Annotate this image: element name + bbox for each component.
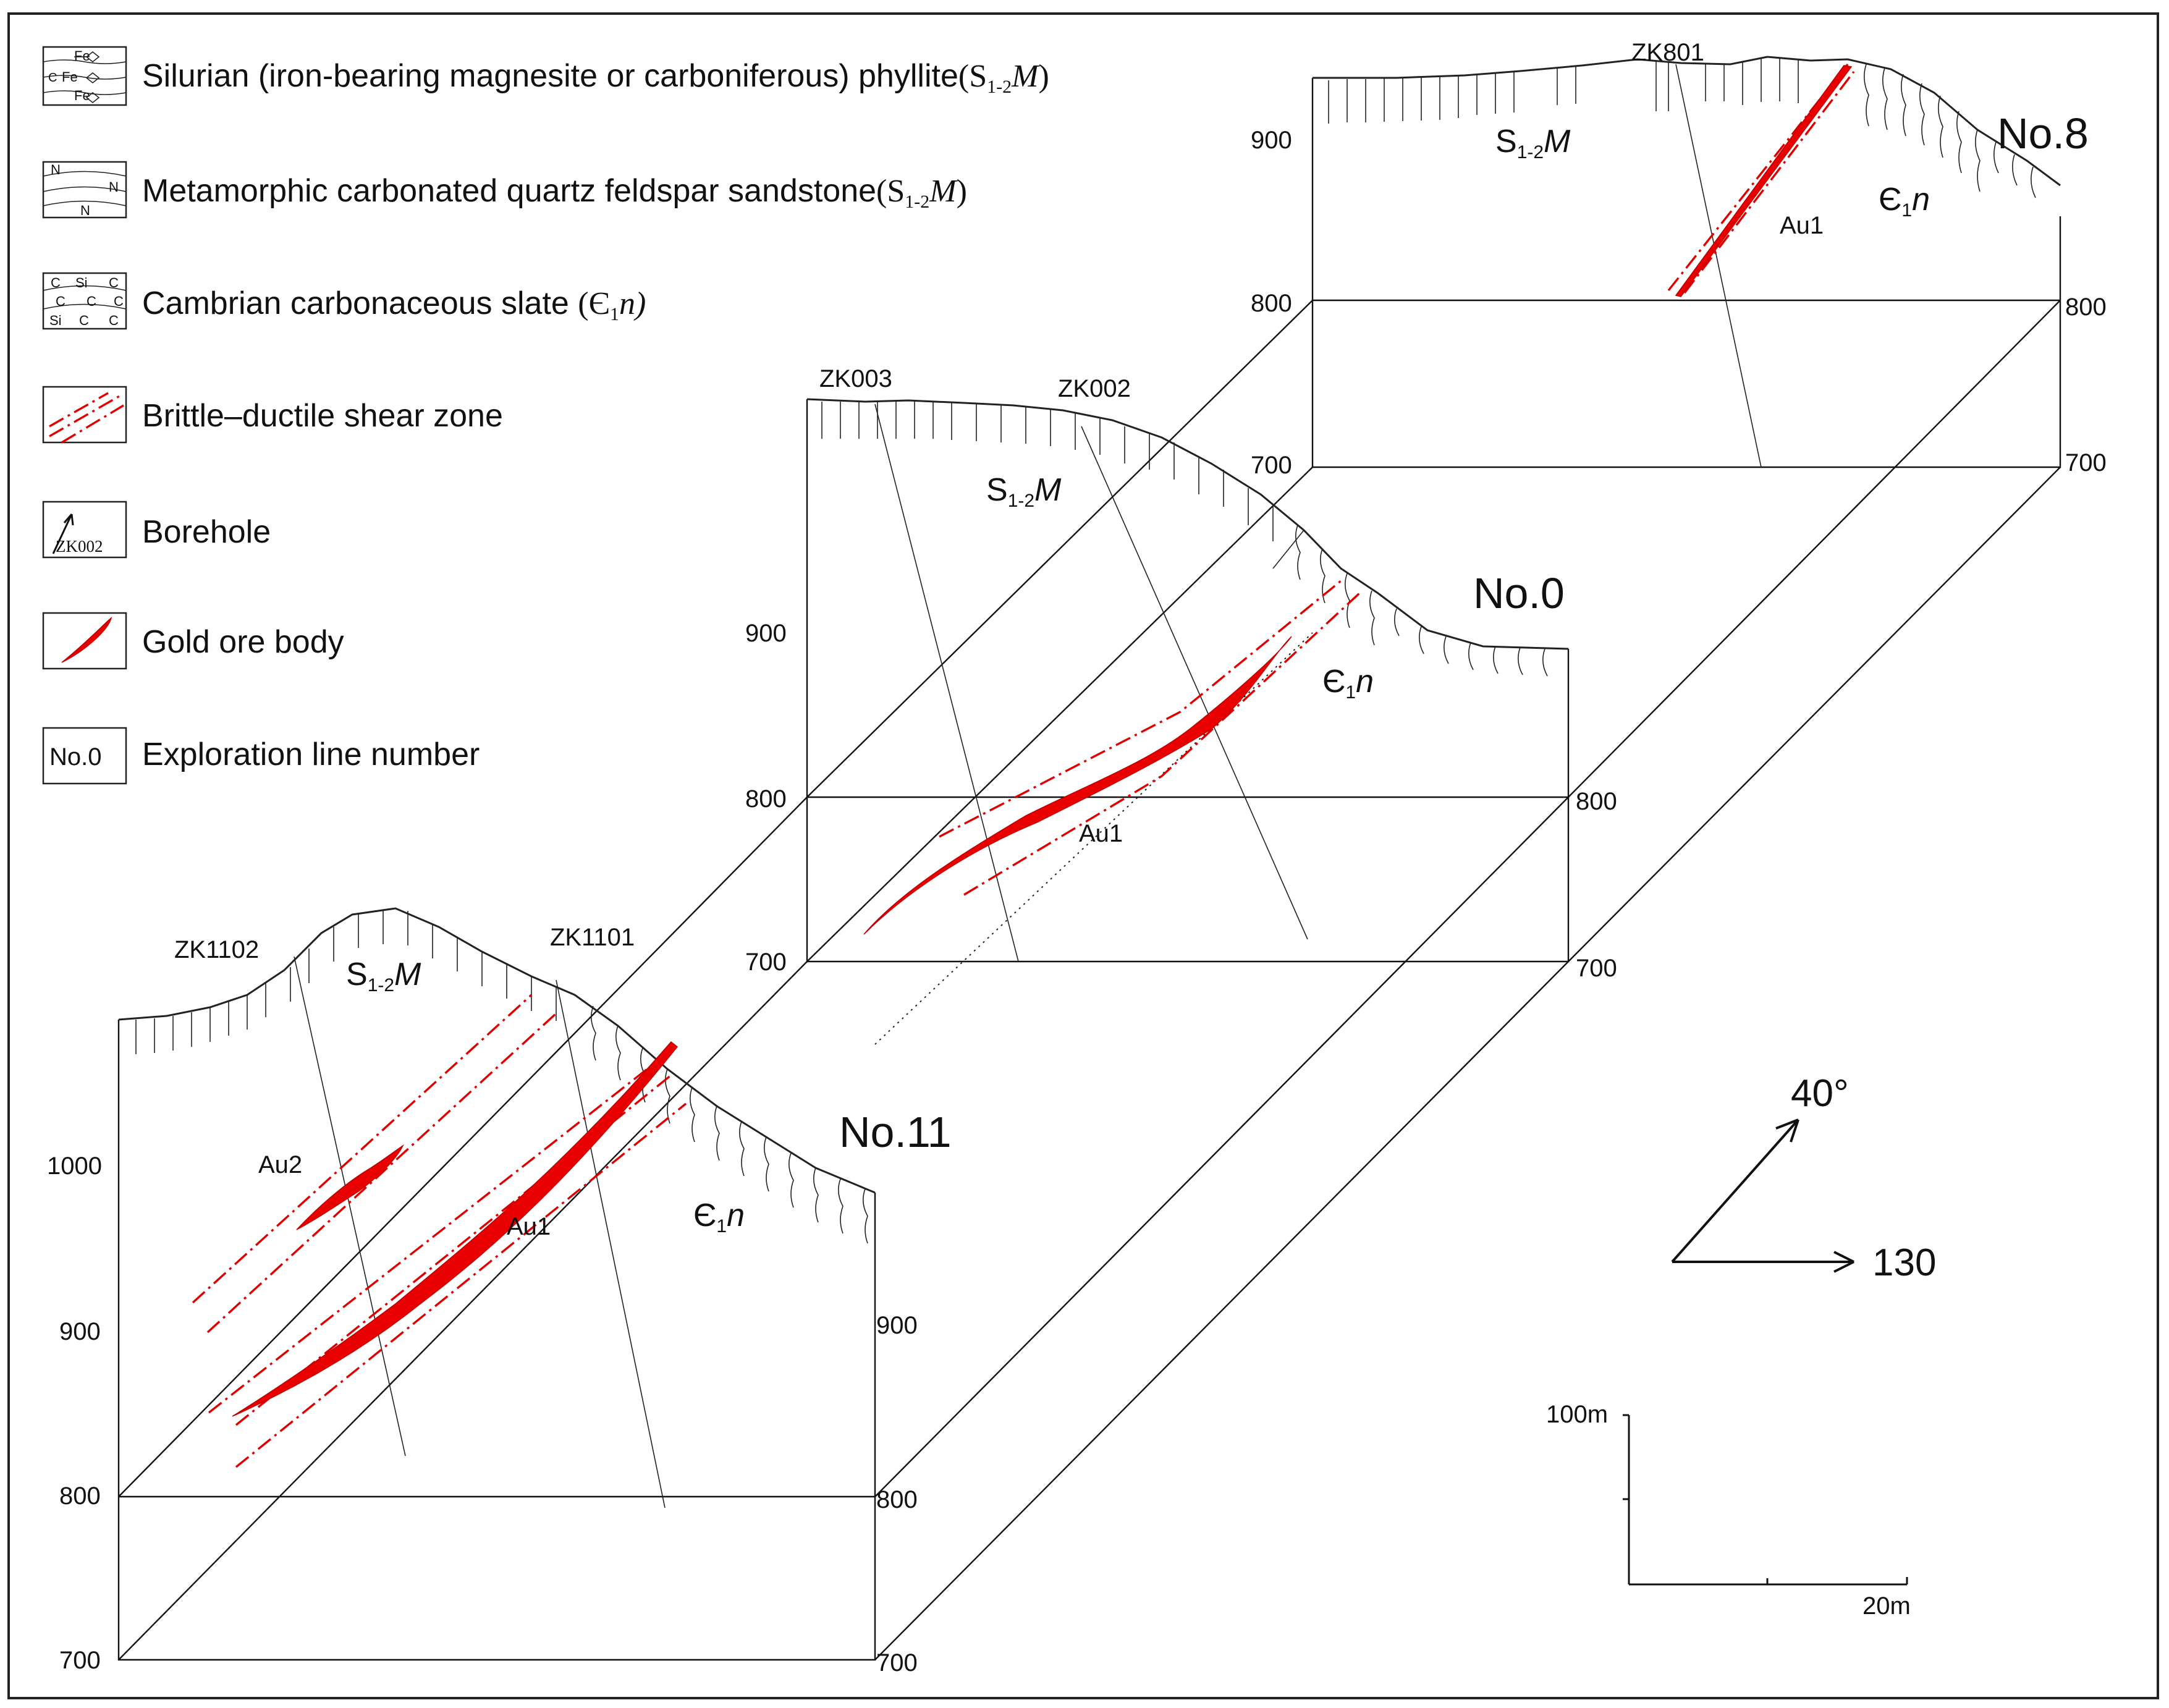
legend-swatch-borehole: ZK002 bbox=[42, 501, 127, 559]
section-no11-elev-left-1000: 1000 bbox=[47, 1152, 102, 1180]
scale-bar: 100m 20m bbox=[1546, 1401, 1911, 1620]
legend-label-gold-ore: Gold ore body bbox=[142, 624, 344, 660]
section-no0-borehole-zk002-label: ZK002 bbox=[1058, 375, 1131, 402]
section-no8-elev-left-900: 900 bbox=[1251, 127, 1292, 154]
section-no11-borehole-zk1102-label: ZK1102 bbox=[174, 936, 259, 963]
section-no11-ore-au2-label: Au2 bbox=[258, 1151, 302, 1178]
section-no8-borehole-zk801 bbox=[1675, 64, 1762, 468]
legend: Fe Fe Fe C Silurian (iron-bearing magnes… bbox=[42, 46, 1049, 785]
svg-text:C: C bbox=[48, 71, 57, 85]
section-no11-elev-right-800: 800 bbox=[876, 1486, 918, 1513]
section-no8-frame bbox=[1311, 78, 2061, 468]
section-no0-unit-lower-label: Є1n bbox=[1322, 664, 1374, 703]
legend-n-symbol: N bbox=[51, 162, 61, 177]
section-no11-elev-left-700: 700 bbox=[59, 1647, 101, 1674]
legend-label-borehole: Borehole bbox=[142, 514, 271, 550]
section-no8-borehole-zk801-label: ZK801 bbox=[1631, 39, 1704, 66]
svg-text:C: C bbox=[109, 275, 119, 290]
svg-text:N: N bbox=[109, 179, 119, 195]
section-no11-unit-lower-label: Є1n bbox=[693, 1198, 745, 1237]
section-no11-elev-left-800: 800 bbox=[59, 1482, 101, 1510]
section-no11-ore-au1-label: Au1 bbox=[507, 1213, 551, 1240]
section-no8-topography bbox=[1313, 56, 2061, 187]
scale-bar-horizontal-label: 20m bbox=[1862, 1592, 1911, 1620]
section-no0-elev-left-700: 700 bbox=[745, 949, 787, 976]
section-no0-borehole-zk002 bbox=[1081, 426, 1308, 940]
svg-text:C: C bbox=[56, 294, 66, 309]
legend-si-symbol: Si bbox=[75, 275, 88, 290]
legend-swatch-line-number: No.0 bbox=[42, 727, 127, 785]
section-no8-elev-right-800: 800 bbox=[2065, 294, 2107, 321]
section-no0-borehole-zk003-label: ZK003 bbox=[819, 365, 892, 392]
legend-label-slate: Cambrian carbonaceous slate (Є1n) bbox=[142, 285, 646, 324]
legend-swatch-phyllite: Fe Fe Fe C bbox=[42, 46, 127, 106]
legend-label-sandstone: Metamorphic carbonated quartz feldspar s… bbox=[142, 173, 967, 212]
section-no8-ore-au1 bbox=[1675, 65, 1853, 297]
svg-text:Fe: Fe bbox=[62, 69, 78, 85]
section-no11-ore-au2 bbox=[296, 1144, 404, 1230]
section-no8-elev-right-700: 700 bbox=[2065, 449, 2107, 476]
legend-borehole-zk002-label: ZK002 bbox=[56, 537, 103, 556]
section-no8: ZK801 S1-2M Є1n Au1 No.8 900 800 700 800… bbox=[1251, 39, 2107, 479]
legend-line-number-sample: No.0 bbox=[49, 743, 102, 771]
east-arrow-head-icon bbox=[1833, 1251, 1854, 1273]
section-no11-topography bbox=[118, 907, 876, 1194]
section-no0-unit-upper-label: S1-2M bbox=[986, 472, 1062, 511]
scale-bar-vertical bbox=[1623, 1414, 1630, 1584]
section-no8-elev-left-800: 800 bbox=[1251, 290, 1292, 317]
section-no0-topography bbox=[806, 398, 1569, 650]
orientation-indicator: 40° 130 bbox=[1671, 1072, 1936, 1284]
section-no0-elev-left-900: 900 bbox=[745, 620, 787, 647]
section-no8-unit-upper-label: S1-2M bbox=[1495, 124, 1571, 163]
north-arrow bbox=[1671, 1118, 1799, 1263]
north-arrow-label: 40° bbox=[1791, 1072, 1849, 1115]
section-no11-borehole-zk1101 bbox=[556, 979, 666, 1508]
legend-label-line-number: Exploration line number bbox=[142, 737, 480, 772]
svg-text:C: C bbox=[114, 294, 124, 309]
svg-text:Fe: Fe bbox=[74, 88, 90, 103]
svg-text:C: C bbox=[109, 313, 119, 328]
svg-text:N: N bbox=[80, 203, 90, 218]
north-arrow-head-icon bbox=[1775, 1118, 1799, 1143]
legend-swatch-shear-zone bbox=[42, 386, 127, 444]
section-no11-frame bbox=[117, 1020, 876, 1661]
section-no0: ZK003 ZK002 S1-2M Є1n Au1 No.0 900 800 7… bbox=[745, 365, 1617, 982]
legend-label-shear-zone: Brittle–ductile shear zone bbox=[142, 398, 503, 434]
legend-swatch-slate: C Si C C C C Si C C bbox=[42, 272, 127, 330]
section-no0-elev-right-700: 700 bbox=[1576, 955, 1617, 982]
section-no0-elev-right-800: 800 bbox=[1576, 788, 1617, 815]
section-no0-line-number: No.0 bbox=[1473, 569, 1565, 617]
section-no0-frame bbox=[806, 399, 1570, 963]
section-no11-elev-left-900: 900 bbox=[59, 1318, 101, 1345]
section-no11: ZK1102 ZK1101 S1-2M Є1n Au2 Au1 No.11 10… bbox=[47, 907, 952, 1676]
section-no11-line-number: No.11 bbox=[839, 1108, 952, 1156]
section-no0-ore-au1 bbox=[863, 636, 1292, 935]
section-no0-borehole-zk003 bbox=[874, 404, 1019, 962]
scale-bar-horizontal bbox=[1629, 1577, 1908, 1586]
section-no8-unit-lower-label: Є1n bbox=[1879, 182, 1930, 221]
legend-swatch-gold-ore bbox=[42, 612, 127, 670]
section-no0-elev-left-800: 800 bbox=[745, 785, 787, 813]
figure-frame bbox=[7, 12, 2159, 1699]
svg-text:C: C bbox=[79, 313, 89, 328]
svg-text:Si: Si bbox=[49, 313, 62, 328]
legend-label-phyllite: Silurian (iron-bearing magnesite or carb… bbox=[142, 58, 1049, 97]
section-no11-unit-upper-label: S1-2M bbox=[346, 957, 421, 996]
east-arrow-label: 130 bbox=[1872, 1241, 1936, 1284]
legend-c-symbol: C bbox=[51, 275, 61, 290]
section-no8-elev-left-700: 700 bbox=[1251, 452, 1292, 479]
section-no11-borehole-zk1101-label: ZK1101 bbox=[550, 924, 635, 951]
section-no8-ore-au1-label: Au1 bbox=[1780, 212, 1824, 239]
svg-text:C: C bbox=[87, 294, 96, 309]
legend-swatch-sandstone: N N N bbox=[42, 161, 127, 219]
section-no0-ore-au1-label: Au1 bbox=[1079, 820, 1123, 847]
section-no11-elev-right-900: 900 bbox=[876, 1312, 918, 1339]
scale-bar-vertical-label: 100m bbox=[1546, 1401, 1608, 1428]
section-no8-line-number: No.8 bbox=[1997, 109, 2089, 158]
section-no11-elev-right-700: 700 bbox=[876, 1649, 918, 1676]
section-no11-ore-au1 bbox=[232, 1041, 679, 1417]
section-no11-borehole-zk1102 bbox=[294, 956, 406, 1456]
